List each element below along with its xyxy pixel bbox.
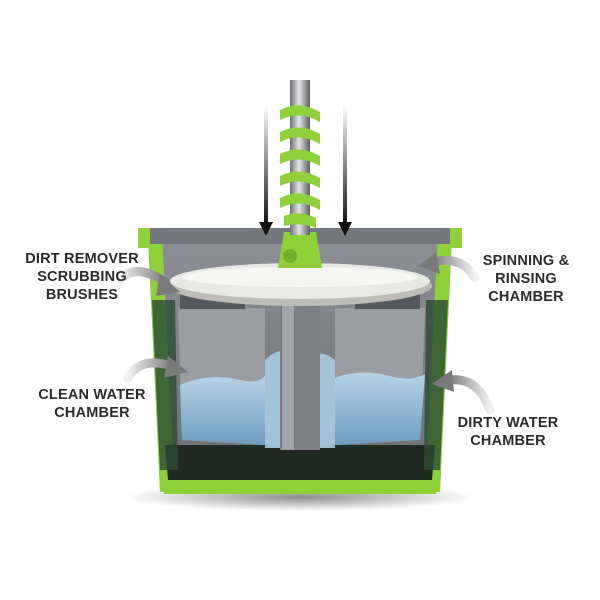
- bucket-base-rim: [160, 478, 440, 494]
- label-dirty-water-line-2: CHAMBER: [470, 433, 546, 449]
- down-arrow-left: [259, 105, 273, 236]
- label-dirty-water-line-1: DIRTY WATER: [457, 415, 559, 431]
- spin-spiral: [280, 105, 320, 228]
- pointer-clean-water: [123, 356, 188, 383]
- down-arrow-right: [338, 105, 352, 236]
- pointer-dirt-remover: [115, 267, 180, 296]
- spin-post-highlight: [282, 300, 294, 450]
- label-dirty-water: DIRTY WATER CHAMBER: [448, 414, 568, 450]
- label-dirt-remover-line-2: SCRUBBING: [37, 269, 127, 285]
- bucket-sediment: [165, 445, 435, 480]
- pointer-dirty-water: [432, 370, 495, 415]
- rim-corner-right: [450, 228, 462, 248]
- mop-head-connector: [278, 232, 322, 268]
- label-spinning-line-2: RINSING: [495, 271, 557, 287]
- connector-pivot: [283, 249, 297, 263]
- label-clean-water: CLEAN WATER CHAMBER: [32, 386, 152, 422]
- label-spinning-chamber: SPINNING & RINSING CHAMBER: [476, 252, 576, 306]
- label-clean-water-line-1: CLEAN WATER: [38, 387, 146, 403]
- label-dirt-remover-line-3: BRUSHES: [45, 287, 119, 303]
- pointer-spinning-chamber: [418, 252, 480, 283]
- label-clean-water-line-2: CHAMBER: [54, 405, 130, 421]
- left-wall-grime: [152, 300, 178, 470]
- label-dirt-remover-line-1: DIRT REMOVER: [25, 251, 139, 267]
- dirty-water: [335, 372, 425, 445]
- rim-corner-left: [138, 228, 150, 248]
- label-spinning-line-3: CHAMBER: [488, 289, 564, 305]
- label-spinning-line-1: SPINNING &: [482, 253, 570, 269]
- clean-water: [180, 376, 265, 445]
- mop-pad-highlight: [182, 267, 418, 287]
- label-dirt-remover: DIRT REMOVER SCRUBBING BRUSHES: [22, 250, 142, 304]
